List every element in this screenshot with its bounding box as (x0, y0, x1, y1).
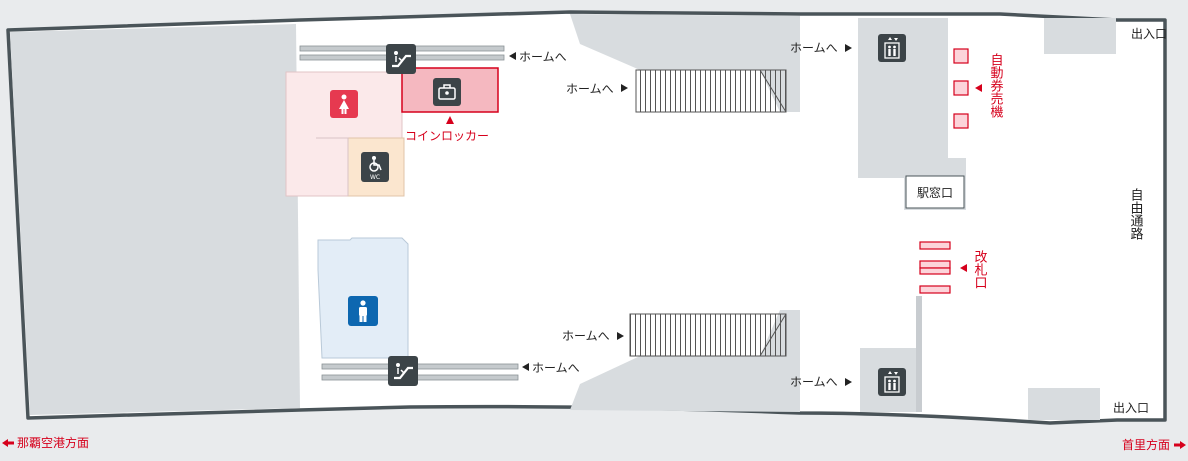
ticket-machines (953, 48, 969, 129)
to-home-label[interactable]: ホームへ (562, 329, 610, 343)
arrow-left-icon (975, 84, 982, 92)
exit-label-bottom[interactable]: 出入口 (1113, 401, 1149, 415)
to-home-label[interactable]: ホームへ (790, 375, 838, 389)
accessible-restroom-icon[interactable]: WC (361, 152, 389, 182)
ticket-machine-label[interactable]: 自動券売機 (988, 53, 1004, 118)
ticket-office-box (905, 175, 965, 209)
ticket-gate-label[interactable]: 改札口 (972, 250, 988, 289)
structural-block-top (570, 14, 800, 112)
corridor-partition (916, 296, 922, 412)
restroom-inner-wall (316, 137, 349, 196)
to-home-label[interactable]: ホームへ (566, 82, 614, 96)
arrow-left-icon (522, 363, 529, 371)
ticket-office-label[interactable]: 駅窓口 (917, 185, 953, 200)
escalator-icon[interactable] (388, 356, 418, 386)
structural-block-exit-bottom (1028, 388, 1100, 420)
arrow-up-icon (446, 116, 454, 124)
free-passage-label: 自由通路 (1128, 188, 1144, 240)
arrow-right-icon (845, 378, 852, 386)
arrow-right-icon (845, 44, 852, 52)
stairs-top (635, 69, 787, 113)
exit-label-top[interactable]: 出入口 (1131, 27, 1167, 41)
arrow-left-icon (509, 52, 516, 60)
structural-block-left (10, 24, 300, 415)
men-restroom-icon[interactable] (348, 296, 378, 326)
escalator-icon[interactable] (386, 44, 416, 74)
to-home-label[interactable]: ホームへ (532, 361, 580, 375)
arrow-left-icon (2, 439, 14, 447)
women-restroom-icon[interactable] (330, 90, 358, 118)
ticket-gates (919, 241, 951, 294)
arrow-right-icon (621, 84, 628, 92)
stairs-bottom (629, 313, 787, 357)
elevator-icon[interactable] (878, 368, 906, 396)
direction-naha-label: 那覇空港方面 (17, 435, 89, 450)
coin-locker-icon[interactable] (433, 78, 461, 106)
arrow-right-icon (1174, 441, 1186, 449)
svg-text:WC: WC (370, 174, 380, 181)
structural-block-exit-top (1044, 18, 1116, 54)
escalator-rails-bottom (321, 363, 519, 381)
arrow-left-icon (960, 264, 967, 272)
elevator-icon[interactable] (878, 34, 906, 62)
to-home-label[interactable]: ホームへ (519, 50, 567, 64)
structural-block-right-top (858, 18, 966, 210)
arrow-right-icon (617, 332, 624, 340)
direction-shuri-label: 首里方面 (1122, 437, 1170, 452)
to-home-label[interactable]: ホームへ (790, 41, 838, 55)
structural-block-bottom (570, 310, 800, 412)
coin-locker-label[interactable]: コインロッカー (405, 129, 489, 143)
